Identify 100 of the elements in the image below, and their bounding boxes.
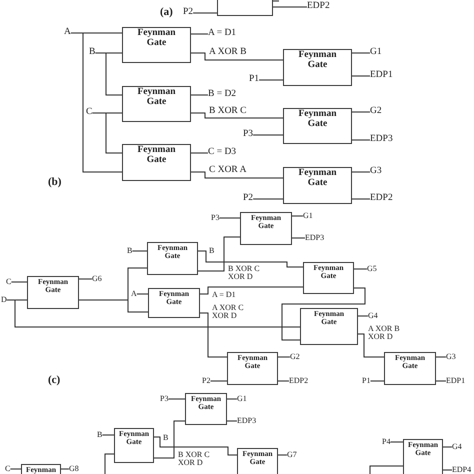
wire	[358, 334, 384, 358]
signal-label: G6	[92, 275, 102, 284]
wire	[168, 398, 186, 400]
panel-label: (b)	[48, 177, 62, 189]
gate-box	[27, 276, 79, 309]
wire	[210, 380, 228, 382]
wire	[198, 236, 240, 272]
wire	[92, 112, 122, 154]
gate-box	[403, 439, 443, 474]
gate-label: Feynman Gate	[138, 146, 176, 166]
gate-box	[227, 352, 278, 385]
gate-box	[21, 464, 61, 474]
wire	[154, 420, 186, 458]
signal-label: EDP3	[237, 417, 256, 426]
gate-box	[114, 428, 154, 463]
wire	[278, 454, 288, 456]
gate-box	[283, 167, 352, 204]
wire-label: B	[163, 434, 168, 442]
gate-box	[283, 108, 352, 144]
signal-label: P3	[211, 214, 220, 222]
gate-label: Feynman Gate	[138, 29, 176, 49]
panel-label: (a)	[160, 7, 173, 19]
signal-label: EDP3	[305, 234, 324, 242]
wire	[192, 12, 218, 14]
signal-label: G2	[370, 107, 382, 117]
signal-label: P1	[362, 377, 370, 386]
signal-label: P1	[249, 75, 260, 85]
gate-box	[147, 242, 198, 275]
wire	[190, 172, 284, 178]
signal-label: P2	[243, 194, 254, 204]
wire	[252, 134, 284, 136]
signal-label: P3	[160, 395, 168, 404]
signal-label: G3	[370, 167, 382, 177]
signal-label: B	[97, 431, 102, 440]
gate-box	[122, 86, 191, 122]
signal-label: EDP4	[452, 466, 472, 474]
signal-label: G1	[370, 48, 382, 58]
signal-label: G5	[367, 265, 377, 274]
gate-box	[300, 308, 358, 345]
wire-label: B	[209, 247, 214, 256]
signal-label: B = D2	[208, 90, 236, 100]
gate-box	[237, 448, 278, 474]
signal-label: EDP1	[370, 71, 393, 81]
signal-label: P3	[243, 130, 254, 140]
signal-label: P2	[202, 377, 210, 386]
signal-label: C	[6, 278, 12, 286]
gate-label: Feynman Gate	[298, 51, 336, 71]
gate-label: Feynman Gate	[298, 110, 336, 130]
signal-label: C = D3	[208, 148, 236, 158]
signal-label: P4	[382, 438, 390, 446]
gate-box	[185, 393, 227, 425]
gate-label: Feynman Gate	[138, 88, 176, 108]
wire	[226, 398, 238, 400]
gate-label: Feynman Gate	[298, 169, 336, 189]
signal-label: P2	[183, 8, 194, 18]
signal-label: C	[86, 108, 92, 118]
wire	[60, 468, 70, 470]
wire	[190, 94, 208, 96]
wire	[370, 380, 384, 382]
signal-label: G1	[237, 395, 247, 404]
signal-label: G2	[290, 353, 300, 362]
signal-label: A = D1	[208, 29, 236, 39]
signal-label: G4	[452, 443, 462, 452]
wire	[102, 434, 114, 436]
signal-label: D	[1, 296, 7, 304]
wire	[226, 420, 238, 422]
wire	[352, 52, 370, 54]
wire	[70, 32, 122, 172]
signal-label: B	[89, 48, 96, 58]
wire	[104, 454, 114, 474]
gate-box	[384, 352, 436, 385]
gate-box	[240, 212, 292, 245]
wire	[78, 300, 148, 312]
signal-label: G7	[287, 451, 297, 460]
gate-box	[303, 262, 354, 294]
wire	[252, 198, 284, 200]
wire	[200, 286, 304, 294]
signal-label: EDP2	[307, 2, 330, 12]
signal-label: A	[131, 290, 137, 298]
wire	[278, 380, 290, 382]
signal-label: G1	[303, 212, 313, 220]
gate-box	[283, 49, 352, 86]
wire-label: A = D1	[212, 291, 236, 300]
gate-box	[122, 27, 191, 63]
wire	[282, 288, 366, 340]
wire	[272, 0, 280, 2]
wire	[370, 466, 404, 474]
wire	[10, 468, 22, 470]
signal-label: EDP2	[289, 377, 308, 386]
wire	[154, 436, 238, 456]
signal-label: A	[64, 28, 71, 38]
wire	[442, 446, 452, 448]
signal-label: G3	[446, 353, 456, 362]
wire	[354, 268, 368, 270]
signal-label: G4	[368, 312, 378, 320]
wire	[190, 52, 284, 60]
signal-label: EDP1	[446, 377, 466, 386]
wire	[198, 250, 304, 268]
wire	[132, 250, 148, 252]
wire	[272, 6, 308, 8]
